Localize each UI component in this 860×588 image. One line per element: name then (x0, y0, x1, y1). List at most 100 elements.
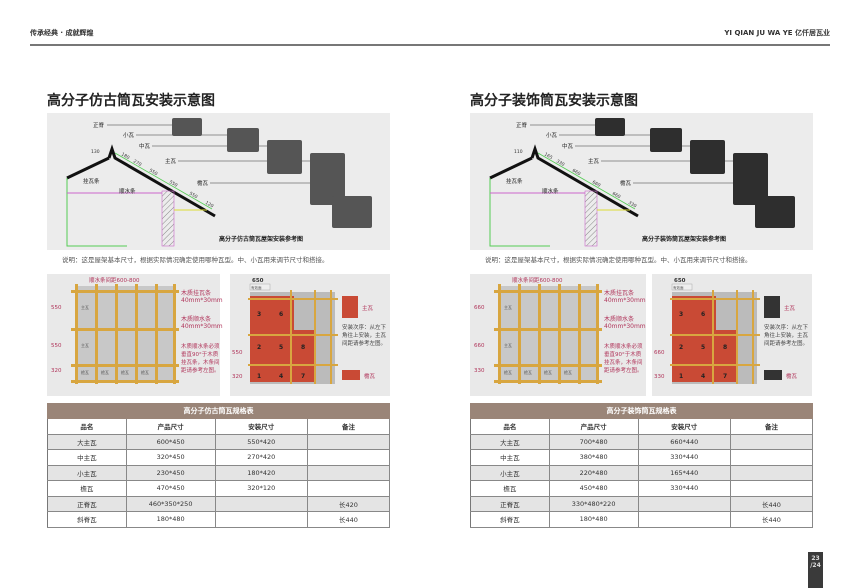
roof-dimension: 110 (514, 149, 523, 155)
table-cell: 460*350*250 (125, 495, 216, 512)
table-cell: 330*480*220 (548, 495, 639, 512)
roof-label: 正脊 (93, 121, 105, 129)
table-cell: 檐瓦 (470, 480, 550, 497)
roof-dimension: 270 (132, 158, 143, 168)
column-header: 产品尺寸 (125, 418, 216, 435)
install-order-number: 1 (257, 373, 261, 380)
main-tile-label: 主瓦 (504, 342, 512, 348)
table-cell: 中主瓦 (470, 449, 550, 466)
roof-dimension: 550 (148, 168, 159, 178)
column-header: 安装尺寸 (214, 418, 308, 435)
install-order-text: 安装次序：从左下角往上安装，主瓦间距请参考左图。 (342, 325, 387, 347)
table-cell: 660*440 (637, 433, 731, 450)
main-tile-label: 主瓦 (362, 304, 374, 312)
rafter-spacing: 顺水条间距600-800 (512, 276, 563, 284)
roof-label: 主瓦 (165, 157, 177, 165)
column-header: 备注 (729, 418, 814, 435)
tile-image (227, 128, 259, 152)
row-dimension: 550 (51, 343, 62, 349)
install-order-number: 5 (279, 344, 283, 351)
row-dimension: 330 (474, 368, 485, 374)
row-dimension: 660 (474, 305, 485, 311)
table-caption: 高分子装饰筒瓦规格表 (470, 403, 813, 419)
tile-image (755, 196, 795, 228)
roof-dimension: 330 (555, 158, 566, 168)
table-cell: 斜脊瓦 (470, 511, 550, 528)
main-tile-image (764, 296, 780, 318)
table-cell (306, 480, 391, 497)
tile-image (267, 140, 302, 174)
right-note: 说明：这是屋架基本尺寸，根据实际情况确定使用哪种瓦型。中、小瓦用来调节尺寸和搭接… (485, 256, 752, 264)
table-cell: 230*450 (125, 464, 216, 481)
roof-label: 顺水条 (542, 187, 559, 195)
tile-image (733, 153, 768, 205)
row-dimension: 330 (654, 374, 665, 380)
eave-tile-label: 檐瓦 (121, 369, 129, 375)
tile-image (595, 118, 625, 136)
roof-label: 中瓦 (562, 142, 574, 150)
table-cell: 380*480 (548, 449, 639, 466)
left-section-title: 高分子仿古筒瓦安装示意图 (47, 93, 215, 109)
roof-caption: 高分子装饰筒瓦屋架安装参考图 (642, 235, 726, 243)
roof-dimension: 550 (188, 191, 199, 201)
column-header: 产品尺寸 (548, 418, 639, 435)
table-cell: 大主瓦 (47, 433, 127, 450)
table-cell: 550*420 (214, 433, 308, 450)
roof-right-slope (530, 144, 639, 218)
roof-caption: 高分子仿古筒瓦屋架安装参考图 (219, 235, 303, 243)
rafter-spacing: 顺水条间距600-800 (89, 276, 140, 284)
table-cell: 长420 (306, 495, 391, 512)
rafter-spec: 木质顺水条 40mm*30mm (181, 316, 223, 330)
table-cell: 330*440 (637, 480, 731, 497)
roof-left-slope (489, 156, 533, 180)
table-cell (637, 511, 731, 528)
install-order-text: 安装次序：从左下角往上安装，主瓦间距请参考左图。 (764, 325, 809, 347)
header-slogan: 传承经典 · 成就辉煌 (30, 29, 94, 37)
eave-tile-image (764, 370, 782, 380)
main-tile-label: 主瓦 (504, 304, 512, 310)
table-cell: 320*120 (214, 480, 308, 497)
roof-right-slope (107, 144, 216, 218)
roof-label: 顺水条 (119, 187, 136, 195)
roof-dimension: 120 (204, 200, 215, 210)
table-cell (729, 433, 814, 450)
eave-tile-label: 檐瓦 (786, 372, 798, 380)
wall-outline (66, 178, 127, 247)
main-tile-image (342, 296, 358, 318)
main-tile-label: 主瓦 (81, 304, 89, 310)
table-cell: 小主瓦 (470, 464, 550, 481)
roof-dimension: 330 (627, 200, 638, 210)
table-cell: 中主瓦 (47, 449, 127, 466)
effective-area-label: 有效面 (251, 285, 262, 290)
eave-tile-label: 檐瓦 (564, 369, 572, 375)
rafter-rule: 木质顺水条必须垂直90°于木质挂瓦条，木条间距请参考左图。 (181, 344, 220, 374)
table-cell: 320*450 (125, 449, 216, 466)
effective-area-label: 有效面 (673, 285, 684, 290)
batten-spec: 木质挂瓦条 40mm*30mm (604, 290, 646, 304)
tile-image (650, 128, 682, 152)
table-cell: 180*420 (214, 464, 308, 481)
tile-image (172, 118, 202, 136)
rafter-spec: 木质顺水条 40mm*30mm (604, 316, 646, 330)
column-header: 品名 (47, 418, 127, 435)
table-cell: 270*420 (214, 449, 308, 466)
tile-image (310, 153, 345, 205)
wall-section (584, 190, 598, 247)
rafter-rule: 木质顺水条必须垂直90°于木质挂瓦条，木条间距请参考左图。 (604, 344, 643, 374)
install-order-number: 3 (679, 311, 683, 318)
roof-label: 檐瓦 (620, 179, 632, 187)
table-cell: 700*480 (548, 433, 639, 450)
table-cell (729, 464, 814, 481)
table-cell: 长440 (729, 511, 814, 528)
roof-dimension: 180 (120, 152, 131, 162)
